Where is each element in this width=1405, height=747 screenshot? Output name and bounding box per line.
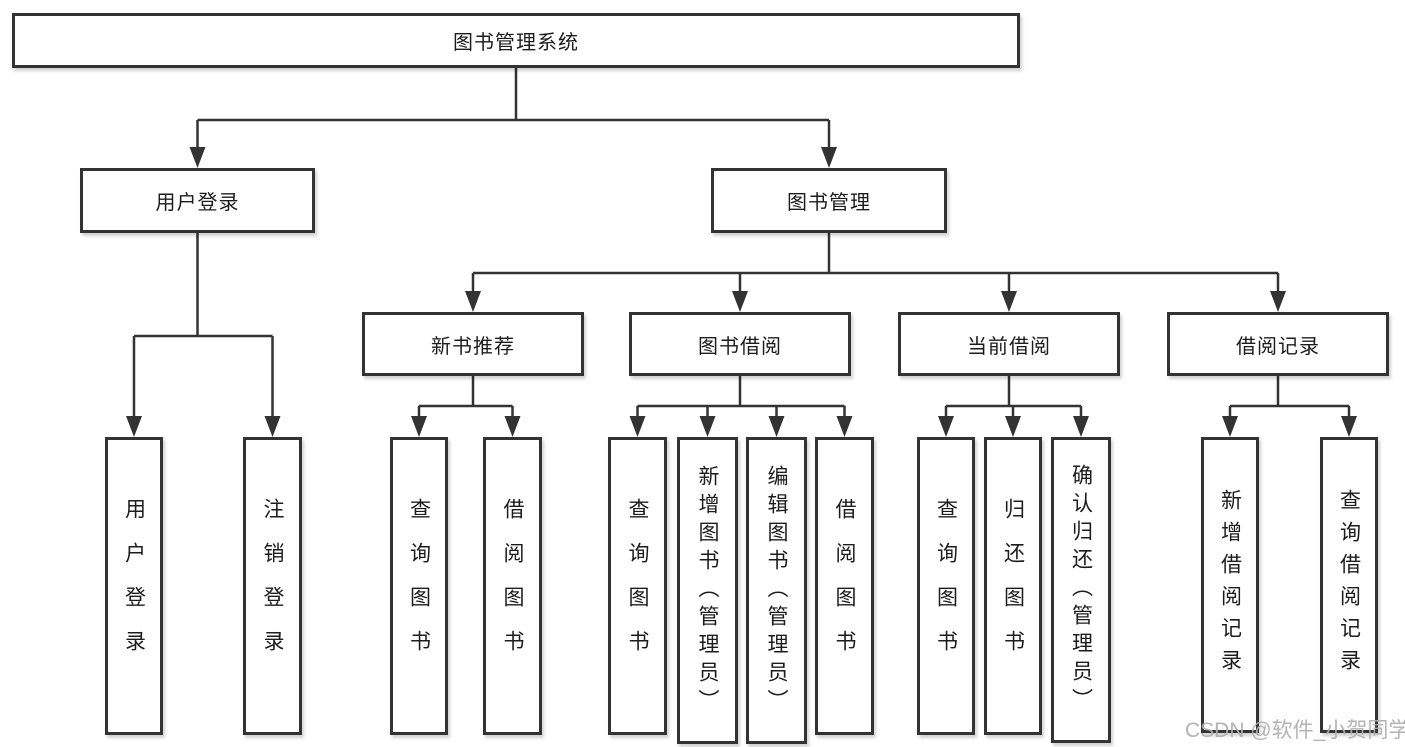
- node-label: 编辑图书（管理员）: [765, 464, 788, 717]
- leaf-user-login: 用户登录: [105, 437, 163, 735]
- node-label: 查询图书: [934, 498, 958, 674]
- node-borrow-record: 借阅记录: [1167, 312, 1389, 376]
- node-label: 查询图书: [407, 498, 431, 674]
- leaf-confirm-return-admin: 确认归还（管理员）: [1051, 437, 1111, 743]
- node-label: 图书管理系统: [453, 32, 579, 54]
- node-root-system: 图书管理系统: [12, 13, 1020, 68]
- node-label: 图书借阅: [698, 335, 782, 358]
- connector-lines: [132, 68, 1351, 418]
- node-label: 用户登录: [122, 498, 146, 674]
- leaf-logout: 注销登录: [243, 437, 302, 735]
- leaf-query-borrow-record: 查询借阅记录: [1320, 437, 1378, 733]
- leaf-add-borrow-record: 新增借阅记录: [1201, 437, 1259, 733]
- node-label: 查询图书: [626, 498, 649, 674]
- node-label: 新书推荐: [431, 335, 515, 358]
- leaf-borrow-books-recommend: 借阅图书: [483, 437, 542, 735]
- leaf-edit-books-admin: 编辑图书（管理员）: [746, 437, 807, 744]
- node-new-book-recommend: 新书推荐: [362, 312, 584, 376]
- leaf-return-books: 归还图书: [984, 437, 1042, 735]
- node-label: 图书管理: [787, 192, 871, 214]
- leaf-query-books-current: 查询图书: [917, 437, 975, 735]
- csdn-watermark: CSDN @软件_小贺同学: [1185, 719, 1405, 742]
- node-label: 查询借阅记录: [1337, 489, 1361, 681]
- node-label: 归还图书: [1001, 498, 1025, 674]
- node-label: 注销登录: [261, 498, 284, 674]
- node-label: 借阅记录: [1236, 335, 1320, 358]
- node-user-login: 用户登录: [80, 168, 315, 233]
- leaf-borrow-books: 借阅图书: [815, 437, 874, 735]
- leaf-query-books-borrow: 查询图书: [608, 437, 667, 735]
- node-current-borrow: 当前借阅: [898, 312, 1120, 376]
- node-label: 借阅图书: [833, 498, 856, 674]
- node-label: 确认归还（管理员）: [1069, 464, 1093, 716]
- node-label: 新增借阅记录: [1218, 489, 1242, 681]
- node-label: 新增图书（管理员）: [696, 464, 719, 717]
- leaf-add-books-admin: 新增图书（管理员）: [677, 437, 738, 744]
- node-label: 当前借阅: [967, 335, 1051, 358]
- leaf-query-books-recommend: 查询图书: [390, 437, 448, 735]
- connector-arrowheads: [126, 147, 1357, 437]
- node-label: 借阅图书: [501, 498, 524, 674]
- node-label: 用户登录: [155, 192, 240, 214]
- node-book-management: 图书管理: [711, 168, 947, 233]
- node-book-borrow: 图书借阅: [629, 312, 851, 376]
